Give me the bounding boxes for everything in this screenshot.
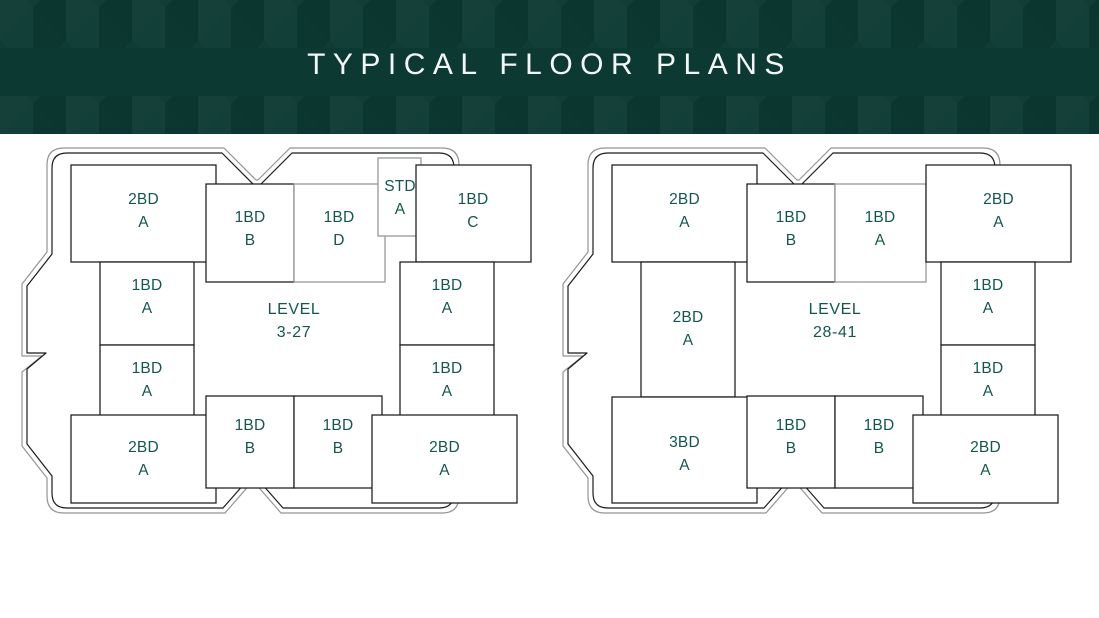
unit-r-top-1bd-b[interactable]: 1BD B <box>746 183 836 283</box>
unit-l-top-right-1bd-c[interactable]: 1BD C <box>415 164 532 263</box>
unit-label-variant: C <box>467 214 478 231</box>
building-outline-inner <box>26 152 480 509</box>
page-title: TYPICAL FLOOR PLANS <box>307 48 792 81</box>
unit-l-left-lower-1bd-a[interactable]: 1BD A <box>99 344 195 426</box>
unit-label-type: 1BD <box>432 277 463 294</box>
unit-label-type: 1BD <box>235 417 266 434</box>
chevron-pattern-background <box>0 0 1099 134</box>
unit-l-top-1bd-b[interactable]: 1BD B <box>205 183 295 283</box>
unit-label-variant: A <box>142 300 153 317</box>
unit-label-variant: D <box>333 232 344 249</box>
unit-r-top-right-2bd[interactable]: 2BD A <box>925 164 1072 263</box>
floor-plan-level-3-27[interactable]: 2BD A 1BD B 1BD D STD A 1BD C <box>0 134 549 618</box>
unit-label-type: 1BD <box>776 417 807 434</box>
building-outline-inner <box>567 152 1021 509</box>
unit-label-type: 1BD <box>458 191 489 208</box>
page-header-banner: TYPICAL FLOOR PLANS <box>0 0 1099 134</box>
unit-l-bot-left-2bd[interactable]: 2BD A <box>70 414 217 504</box>
level-label-line2: 28-41 <box>813 324 857 341</box>
unit-label-type: 2BD <box>970 439 1001 456</box>
unit-l-right-upper-1bd-a[interactable]: 1BD A <box>399 261 495 346</box>
unit-label-variant: A <box>439 462 450 479</box>
unit-r-right-upper-1bd-a[interactable]: 1BD A <box>940 261 1036 346</box>
unit-label-type: 2BD <box>128 439 159 456</box>
unit-label-variant: A <box>683 332 694 349</box>
unit-r-top-1bd-a[interactable]: 1BD A <box>834 183 927 283</box>
unit-label-variant: A <box>875 232 886 249</box>
unit-l-bot-1bd-b-right[interactable]: 1BD B <box>293 395 383 489</box>
unit-label-variant: A <box>442 300 453 317</box>
unit-label-variant: A <box>980 462 991 479</box>
unit-label-type: 1BD <box>973 277 1004 294</box>
unit-label-type: 2BD <box>673 309 704 326</box>
unit-label-type: 1BD <box>865 209 896 226</box>
unit-label-variant: A <box>395 201 406 218</box>
level-label-line2: 3-27 <box>277 324 311 341</box>
unit-label-type: 2BD <box>983 191 1014 208</box>
unit-label-type: 2BD <box>429 439 460 456</box>
unit-r-bot-1bd-b-left[interactable]: 1BD B <box>746 395 836 489</box>
unit-label-type: 1BD <box>132 360 163 377</box>
unit-label-variant: A <box>142 383 153 400</box>
unit-l-top-left-2bd[interactable]: 2BD A <box>70 164 217 263</box>
unit-label-variant: B <box>333 440 344 457</box>
level-label-line1: LEVEL <box>809 301 862 318</box>
unit-label-variant: A <box>679 457 690 474</box>
unit-label-variant: B <box>874 440 885 457</box>
unit-label-type: 1BD <box>776 209 807 226</box>
plan-level-label-right: LEVEL 28-41 <box>809 301 862 341</box>
unit-r-top-left-2bd[interactable]: 2BD A <box>611 164 758 263</box>
unit-label-type: 1BD <box>132 277 163 294</box>
unit-label-type: 1BD <box>864 417 895 434</box>
unit-label-variant: A <box>442 383 453 400</box>
unit-label-type: STD <box>384 178 416 195</box>
floor-plan-level-28-41[interactable]: 2BD A 1BD B 1BD A 2BD A 2BD A 1BD A <box>549 134 1098 618</box>
unit-label-type: 1BD <box>324 209 355 226</box>
building-outline-outer <box>21 147 485 514</box>
building-outline-outer <box>562 147 1026 514</box>
unit-l-right-lower-1bd-a[interactable]: 1BD A <box>399 344 495 426</box>
unit-label-type: 2BD <box>669 191 700 208</box>
unit-label-variant: A <box>679 214 690 231</box>
unit-label-variant: B <box>786 232 797 249</box>
unit-r-left-mid-2bd[interactable]: 2BD A <box>640 261 736 398</box>
unit-r-bot-right-2bd[interactable]: 2BD A <box>912 414 1059 504</box>
unit-label-variant: B <box>245 232 256 249</box>
unit-label-variant: A <box>138 462 149 479</box>
unit-r-right-lower-1bd-a[interactable]: 1BD A <box>940 344 1036 426</box>
unit-label-type: 1BD <box>323 417 354 434</box>
plan-level-label-left: LEVEL 3-27 <box>268 301 321 341</box>
unit-label-type: 2BD <box>128 191 159 208</box>
unit-label-type: 1BD <box>973 360 1004 377</box>
unit-r-bot-1bd-b-right[interactable]: 1BD B <box>834 395 924 489</box>
unit-r-bot-left-3bd[interactable]: 3BD A <box>611 396 758 504</box>
unit-l-top-1bd-d[interactable]: 1BD D <box>293 183 386 283</box>
level-label-line1: LEVEL <box>268 301 321 318</box>
floor-plans-container: 2BD A 1BD B 1BD D STD A 1BD C <box>0 134 1099 618</box>
unit-l-top-std-a[interactable]: STD A <box>377 157 422 237</box>
unit-l-bot-1bd-b-left[interactable]: 1BD B <box>205 395 295 489</box>
unit-label-type: 3BD <box>669 434 700 451</box>
unit-l-left-upper-1bd-a[interactable]: 1BD A <box>99 261 195 346</box>
unit-label-variant: B <box>786 440 797 457</box>
unit-l-bot-right-2bd[interactable]: 2BD A <box>371 414 518 504</box>
unit-label-variant: A <box>138 214 149 231</box>
unit-label-variant: A <box>993 214 1004 231</box>
unit-label-variant: A <box>983 383 994 400</box>
unit-label-type: 1BD <box>432 360 463 377</box>
unit-label-type: 1BD <box>235 209 266 226</box>
unit-label-variant: A <box>983 300 994 317</box>
unit-label-variant: B <box>245 440 256 457</box>
